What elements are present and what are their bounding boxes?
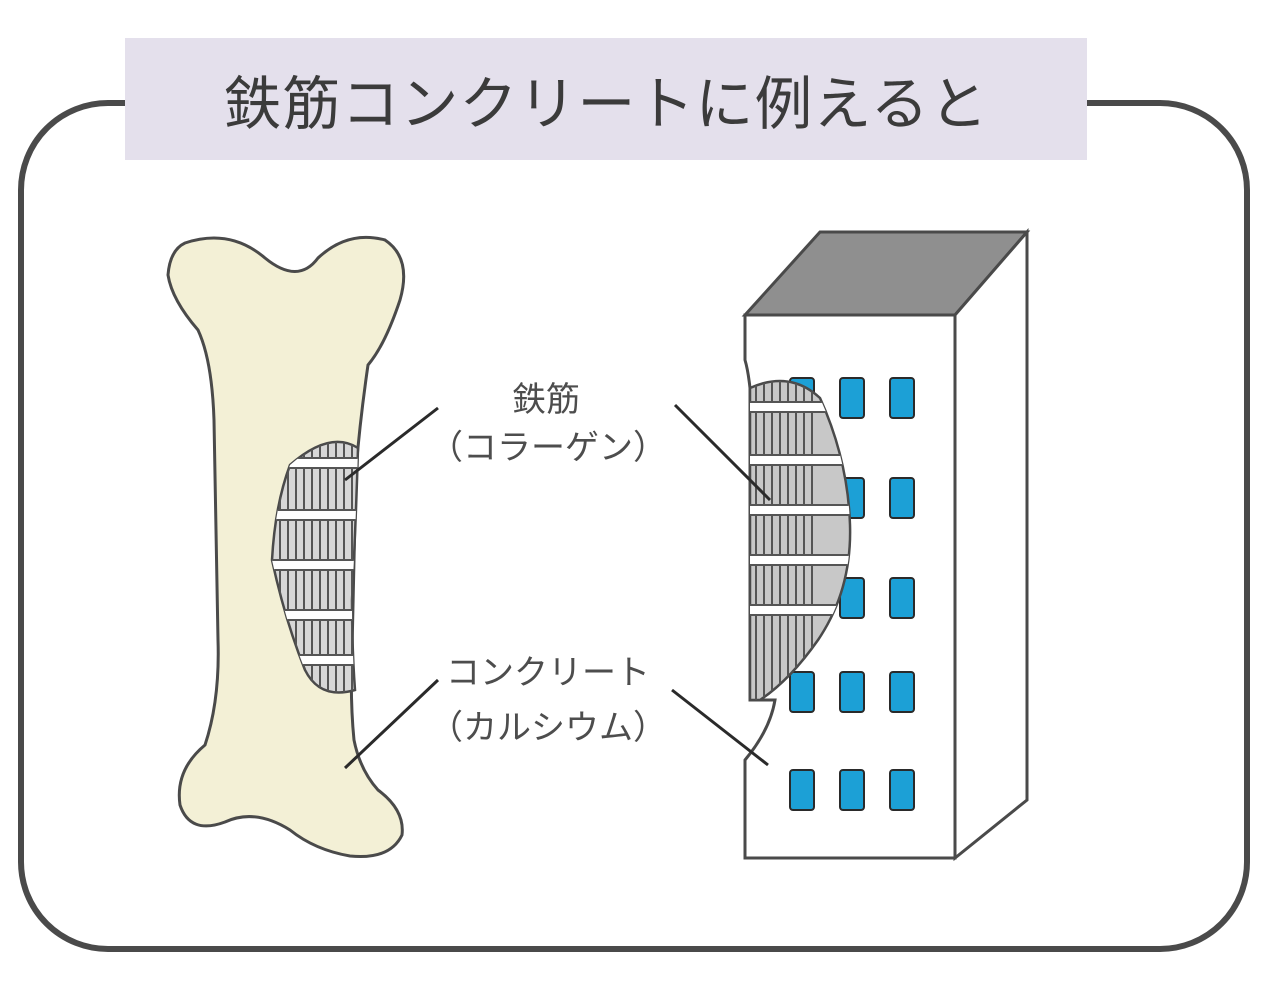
label-concrete: コンクリート (446, 653, 650, 693)
label-collagen: （コラーゲン） (429, 428, 667, 468)
title-banner: 鉄筋コンクリートに例えると (125, 38, 1087, 160)
leader-concrete-bone (343, 678, 440, 770)
page-title: 鉄筋コンクリートに例えると (223, 70, 989, 138)
label-rebar: 鉄筋 (512, 380, 580, 420)
building-side (953, 227, 1029, 862)
bone-illustration (166, 235, 406, 859)
label-calcium: （カルシウム） (429, 708, 667, 748)
leader-rebar-bone (344, 406, 439, 482)
leader-rebar-building (673, 403, 772, 502)
leader-lines (343, 403, 772, 770)
building-illustration (741, 227, 1031, 862)
building-rebar-grid (750, 380, 851, 700)
leader-concrete-building (671, 688, 769, 767)
